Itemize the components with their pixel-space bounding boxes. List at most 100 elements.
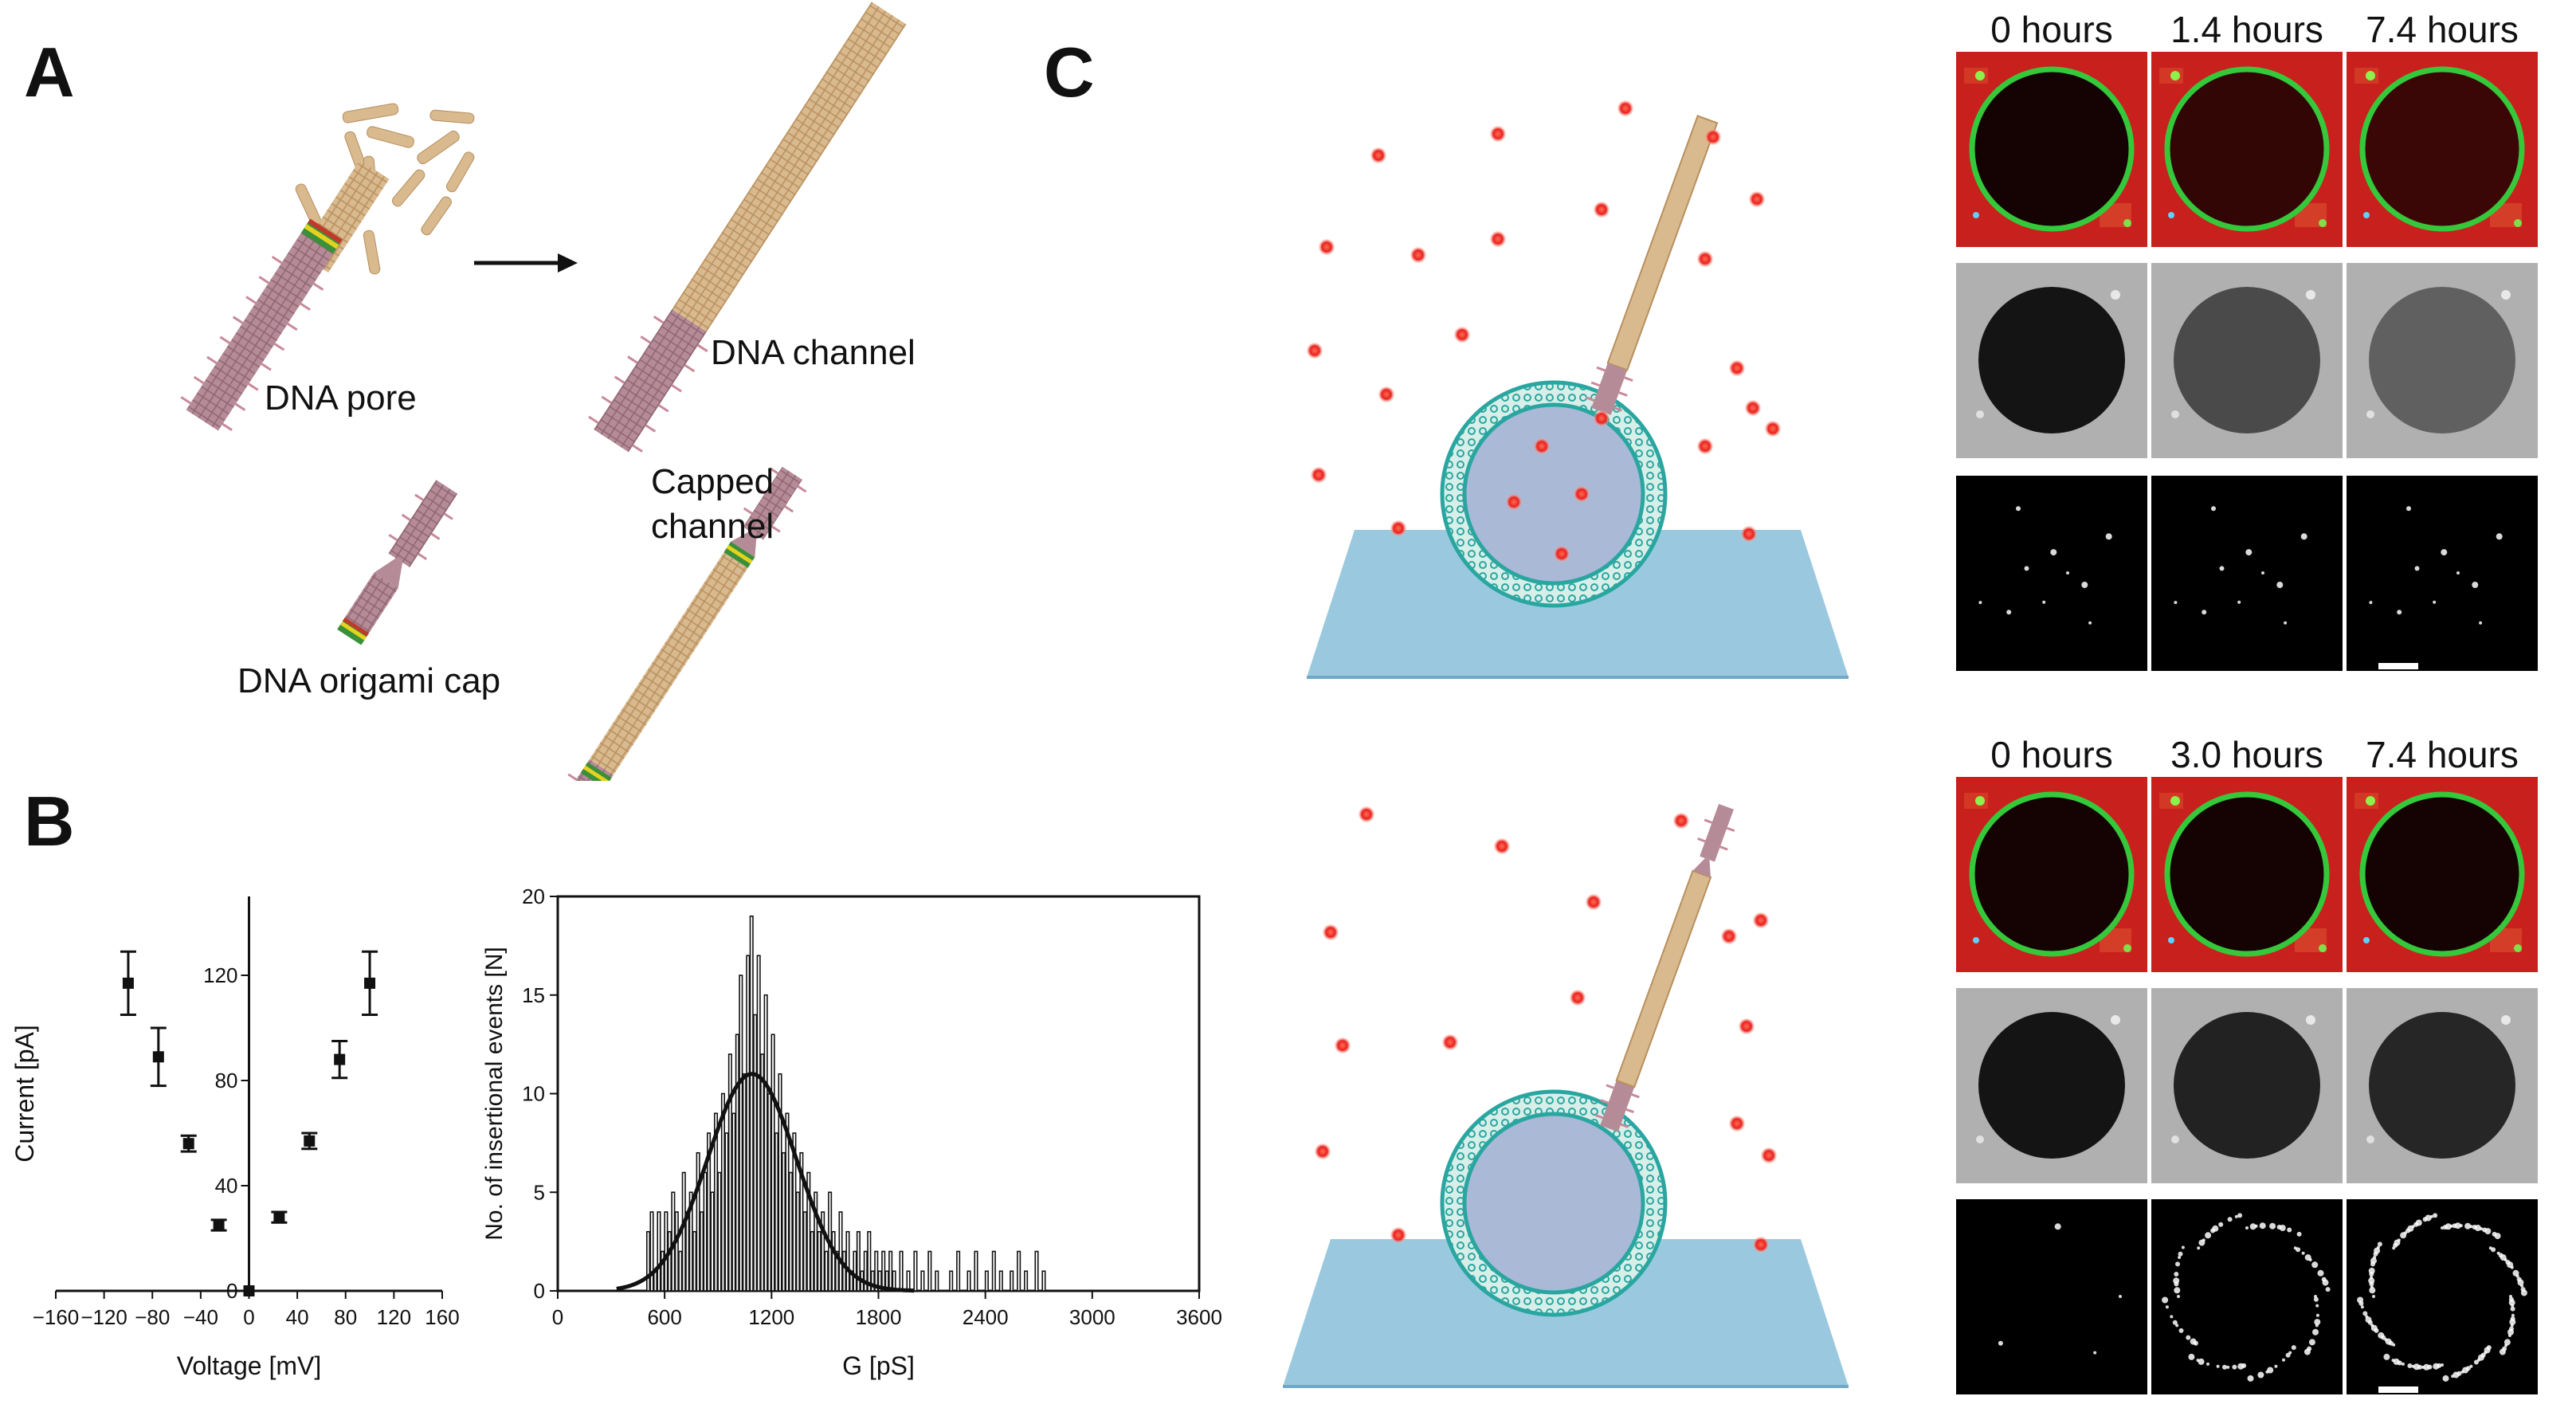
microscopy-image-bot-gray-1	[2151, 988, 2343, 1183]
histogram-bar	[906, 1270, 911, 1292]
histogram-bar	[756, 955, 761, 1292]
histogram-bar	[749, 915, 754, 1292]
histogram-bar	[991, 1250, 996, 1292]
histogram-bar	[700, 1211, 704, 1292]
microscopy-image-bot-gray-0	[1956, 988, 2147, 1183]
histogram-bar	[853, 1250, 857, 1292]
histogram-bar	[863, 1250, 868, 1292]
microscopy-image-top-merge-2	[2347, 52, 2538, 247]
time-label-top-1: 1.4 hours	[2170, 9, 2323, 50]
histogram-bar	[949, 1270, 954, 1292]
histogram-bar	[746, 955, 751, 1292]
x-tick-label: 1800	[856, 1305, 902, 1329]
histogram-bar	[810, 1230, 814, 1292]
histogram-bar	[927, 1250, 932, 1292]
scale-bar	[2378, 1386, 2418, 1393]
histogram-bar	[1024, 1270, 1029, 1292]
histogram-bar	[821, 1211, 825, 1292]
x-tick-label: 3000	[1069, 1305, 1115, 1329]
x-tick-label: −120	[80, 1305, 127, 1329]
microscopy-image-bot-merge-0	[1956, 777, 2147, 972]
histogram-bar	[845, 1230, 850, 1292]
histogram-bar	[653, 1270, 658, 1292]
histogram-bar	[956, 1250, 961, 1292]
histogram-bar	[877, 1270, 882, 1292]
capped-channel-structure	[559, 466, 807, 781]
x-tick-label: −160	[33, 1305, 80, 1329]
histogram-bar	[674, 1211, 679, 1292]
histogram-bar	[770, 1033, 775, 1292]
histogram-bar	[681, 1171, 686, 1292]
plot-frame	[556, 895, 1201, 1292]
histogram-bar	[935, 1270, 939, 1292]
x-tick-label: 120	[377, 1305, 411, 1329]
histogram-bar	[870, 1270, 875, 1292]
microscopy-image-bot-merge-1	[2151, 777, 2343, 972]
data-point	[273, 1211, 285, 1223]
histogram-bar	[802, 1211, 807, 1292]
x-tick-label: 600	[647, 1305, 681, 1329]
y-tick-label: 40	[215, 1174, 238, 1198]
histogram-bar	[753, 1014, 758, 1292]
histogram-bar	[1010, 1270, 1014, 1292]
histogram-bar	[713, 1112, 719, 1292]
data-point	[334, 1053, 346, 1065]
histogram-bar	[646, 1230, 651, 1292]
microscopy-image-bot-fluor-2	[2347, 1199, 2538, 1394]
microscopy-image-bot-fluor-0	[1956, 1199, 2147, 1394]
histogram-bar	[888, 1250, 893, 1292]
histogram-bar	[884, 1270, 889, 1292]
histogram-bar	[774, 1132, 779, 1292]
x-axis-label: G [pS]	[842, 1351, 915, 1380]
histogram-bar	[660, 1250, 665, 1292]
scale-bar	[2378, 663, 2418, 669]
y-tick-label: 20	[522, 884, 545, 908]
histogram-bar	[688, 1191, 693, 1292]
dna-origami-cap-structure	[337, 480, 458, 645]
microscopy-image-top-fluor-2	[2347, 476, 2538, 671]
histogram-bar	[763, 994, 768, 1292]
label-dna-origami-cap: DNA origami cap	[237, 661, 501, 700]
histogram-bar	[760, 1053, 765, 1292]
histogram-bar	[781, 1151, 786, 1292]
histogram-bar	[717, 1171, 722, 1292]
histogram-bar	[1041, 1270, 1046, 1292]
histogram-bar	[724, 1132, 729, 1292]
histogram-bar	[649, 1211, 654, 1292]
histogram-bar	[692, 1230, 697, 1292]
data-point	[304, 1135, 316, 1147]
microscopy-image-top-gray-2	[2347, 263, 2538, 458]
x-tick-label: 1200	[748, 1305, 794, 1329]
histogram-bar	[831, 1230, 836, 1292]
time-label-bottom-2: 7.4 hours	[2366, 734, 2519, 775]
histogram-bar	[731, 1112, 736, 1292]
histogram-bar	[841, 1250, 847, 1292]
microscopy-image-top-fluor-0	[1956, 476, 2147, 671]
histogram-bar	[838, 1211, 843, 1292]
x-tick-label: 3600	[1176, 1305, 1222, 1329]
histogram-bar	[799, 1151, 804, 1292]
histogram-bar	[667, 1230, 672, 1292]
histogram-bar	[678, 1250, 683, 1292]
x-tick-label: 0	[552, 1305, 563, 1329]
histogram-bar	[1017, 1250, 1021, 1292]
data-point	[152, 1051, 164, 1063]
histogram-bar	[966, 1270, 971, 1292]
histogram-bar	[814, 1191, 818, 1292]
data-point	[243, 1285, 255, 1296]
microscopy-image-top-merge-1	[2151, 52, 2343, 247]
time-label-top-0: 0 hours	[1990, 9, 2113, 50]
time-label-bottom-0: 0 hours	[1990, 734, 2113, 775]
histogram-bar	[727, 1053, 732, 1292]
microscopy-image-top-gray-0	[1956, 263, 2147, 458]
x-tick-label: 2400	[963, 1305, 1009, 1329]
histogram-bar	[867, 1230, 872, 1292]
y-axis-label: No. of insertional events [N]	[481, 947, 508, 1241]
schematic-bottom	[1283, 803, 1849, 1388]
histogram-bar	[657, 1211, 661, 1292]
histogram-bar	[984, 1270, 989, 1292]
histogram-bar	[806, 1171, 811, 1292]
time-label-top-2: 7.4 hours	[2366, 9, 2519, 50]
